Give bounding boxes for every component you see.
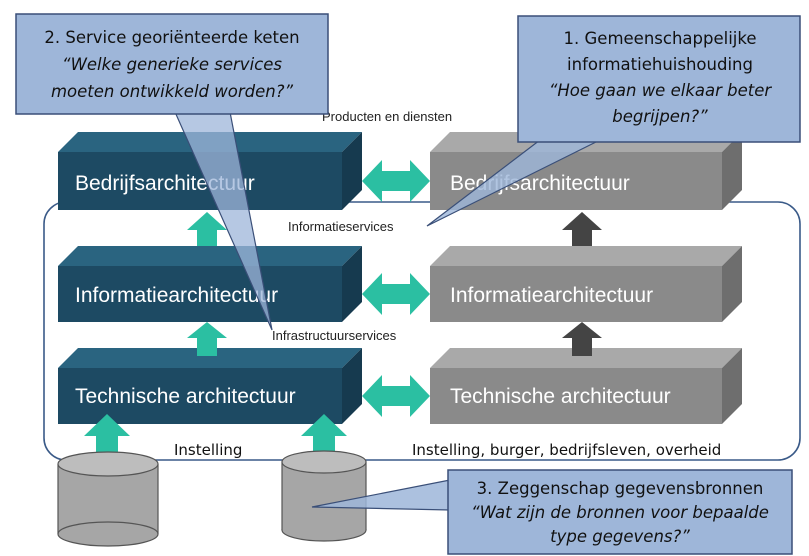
- up-arrow-icon: [84, 414, 130, 462]
- database-cylinder-icon: [281, 450, 367, 542]
- left-box-label: Technische architectuur: [75, 385, 296, 408]
- callout-informatiehuishouding: 1. Gemeenschappelijke informatiehuishoud…: [426, 15, 801, 227]
- instelling-overig-label: Instelling, burger, bedrijfsleven, overh…: [412, 441, 721, 459]
- callout-title: 1. Gemeenschappelijke: [564, 29, 757, 48]
- database-cylinder-icon: [57, 451, 159, 547]
- right-box-technische-architectuur: Technische architectuur: [430, 348, 742, 424]
- up-arrow-icon: [562, 322, 602, 356]
- right-box-label: Technische architectuur: [450, 385, 671, 408]
- up-arrow-icon: [562, 212, 602, 246]
- left-box-label: Informatiearchitectuur: [75, 284, 278, 307]
- infrastructuurservices-label: Infrastructuurservices: [272, 328, 397, 343]
- left-box-informatiearchitectuur: Informatiearchitectuur: [58, 246, 362, 322]
- instelling-label: Instelling: [174, 441, 242, 459]
- callout-title: 2. Service georiënteerde keten: [44, 28, 299, 47]
- producten-label: Producten en diensten: [322, 109, 452, 124]
- callout-question: begrijpen?”: [612, 107, 708, 126]
- informatieservices-label: Informatieservices: [288, 219, 394, 234]
- right-box-label: Informatiearchitectuur: [450, 284, 653, 307]
- callout-service-keten: 2. Service georiënteerde keten “Welke ge…: [15, 13, 329, 331]
- callout-question: “Wat zijn de bronnen voor bepaalde: [471, 503, 769, 522]
- up-arrow-icon: [187, 322, 227, 356]
- callout-question: “Welke generieke services: [62, 55, 282, 74]
- up-arrow-icon: [187, 212, 227, 246]
- double-arrow-icon: [362, 375, 430, 417]
- up-arrow-icon: [301, 414, 347, 462]
- double-arrow-icon: [362, 160, 430, 202]
- double-arrow-icon: [362, 273, 430, 315]
- organisation-container: [43, 201, 801, 461]
- right-box-informatiearchitectuur: Informatiearchitectuur: [430, 246, 742, 322]
- callout-gegevensbronnen: 3. Zeggenschap gegevensbronnen “Wat zijn…: [311, 469, 793, 555]
- callout-question: “Hoe gaan we elkaar beter: [549, 81, 773, 100]
- callout-title: 3. Zeggenschap gegevensbronnen: [477, 479, 764, 498]
- left-box-technische-architectuur: Technische architectuur: [58, 348, 362, 424]
- callout-question: moeten ontwikkeld worden?”: [51, 82, 294, 101]
- callout-question: type gegevens?”: [550, 527, 690, 546]
- callout-title: informatiehuishouding: [567, 55, 753, 74]
